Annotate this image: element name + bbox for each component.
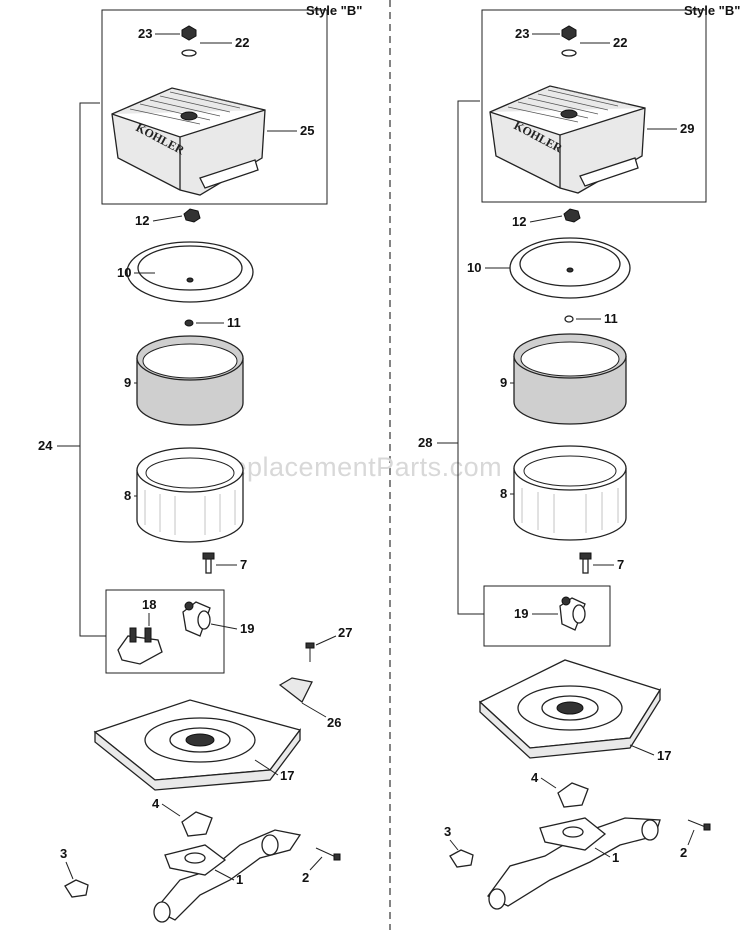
right-callout-11: 11 xyxy=(604,311,618,326)
left-callout-17: 17 xyxy=(280,768,294,783)
left-callout-11: 11 xyxy=(227,315,241,330)
right-element-cover xyxy=(509,237,631,299)
right-callout-2: 2 xyxy=(680,845,687,860)
left-callout-27: 27 xyxy=(338,625,352,640)
left-element-cover xyxy=(126,241,254,303)
right-gasket-3 xyxy=(449,849,474,868)
left-panel: Style "B" 23 22 KOHLER 25 xyxy=(38,3,362,923)
left-wedge-26 xyxy=(278,677,313,703)
right-callout-9: 9 xyxy=(500,375,507,390)
left-bracket-19 xyxy=(182,601,211,637)
left-callout-26: 26 xyxy=(327,715,341,730)
right-callout-10: 10 xyxy=(467,260,481,275)
right-callout-1: 1 xyxy=(612,850,619,865)
right-callout-4: 4 xyxy=(531,770,539,785)
right-style-label: Style "B" xyxy=(684,3,740,18)
right-callout-7: 7 xyxy=(617,557,624,572)
right-callout-19: 19 xyxy=(514,606,528,621)
left-air-cleaner-cover: KOHLER xyxy=(111,87,266,196)
right-knob-nut xyxy=(561,25,577,57)
left-callout-23: 23 xyxy=(138,26,152,41)
left-filter-element xyxy=(136,447,244,543)
left-style-b-box xyxy=(101,9,328,205)
left-bracket-18 xyxy=(117,627,163,665)
left-bracket-24 xyxy=(79,102,106,637)
right-panel: Style "B" 23 22 KOHLER 29 28 xyxy=(418,3,740,910)
right-intake-manifold xyxy=(487,817,661,910)
right-wing-nut xyxy=(563,208,581,223)
left-style-label: Style "B" xyxy=(306,3,362,18)
right-callout-17: 17 xyxy=(657,748,671,763)
left-screw xyxy=(202,552,215,574)
right-seal-nut xyxy=(564,315,574,323)
right-filter-element xyxy=(513,445,627,541)
left-bracket-box xyxy=(105,589,225,674)
left-callout-8: 8 xyxy=(124,488,131,503)
left-callout-22: 22 xyxy=(235,35,249,50)
right-callout-3: 3 xyxy=(444,824,451,839)
right-screw xyxy=(579,552,592,574)
left-callout-1: 1 xyxy=(236,872,243,887)
left-callout-4: 4 xyxy=(152,796,160,811)
left-seal-nut xyxy=(184,319,194,327)
watermark: eReplacementParts.com xyxy=(196,452,502,482)
left-callout-9: 9 xyxy=(124,375,131,390)
left-base-plate xyxy=(93,699,302,791)
right-callout-12: 12 xyxy=(512,214,526,229)
right-callout-22: 22 xyxy=(613,35,627,50)
left-knob-nut xyxy=(181,25,197,57)
right-callout-29: 29 xyxy=(680,121,694,136)
right-style-b-box xyxy=(481,9,707,203)
left-stud-2 xyxy=(315,847,341,861)
right-air-cleaner-cover: KOHLER xyxy=(489,85,646,194)
right-bracket-28 xyxy=(457,100,484,615)
right-callout-8: 8 xyxy=(500,486,507,501)
right-bracket-box xyxy=(483,585,611,647)
left-callout-3: 3 xyxy=(60,846,67,861)
left-gasket-3 xyxy=(64,879,89,898)
left-callout-10: 10 xyxy=(117,265,131,280)
right-bracket-19 xyxy=(559,596,586,631)
right-stud-2 xyxy=(687,819,711,831)
right-callout-23: 23 xyxy=(515,26,529,41)
left-callout-7: 7 xyxy=(240,557,247,572)
left-callout-24: 24 xyxy=(38,438,53,453)
left-screw-27 xyxy=(305,642,315,662)
left-callout-2: 2 xyxy=(302,870,309,885)
left-precleaner xyxy=(136,335,244,426)
left-wing-nut xyxy=(183,208,201,223)
right-precleaner xyxy=(513,333,627,425)
left-callout-19: 19 xyxy=(240,621,254,636)
right-gasket-4 xyxy=(557,782,589,808)
left-gasket-4 xyxy=(181,811,213,837)
left-callout-25: 25 xyxy=(300,123,314,138)
left-callout-18: 18 xyxy=(142,597,156,612)
right-callout-28: 28 xyxy=(418,435,432,450)
right-base-plate xyxy=(478,659,661,759)
left-callout-12: 12 xyxy=(135,213,149,228)
left-intake-manifold xyxy=(153,829,302,923)
